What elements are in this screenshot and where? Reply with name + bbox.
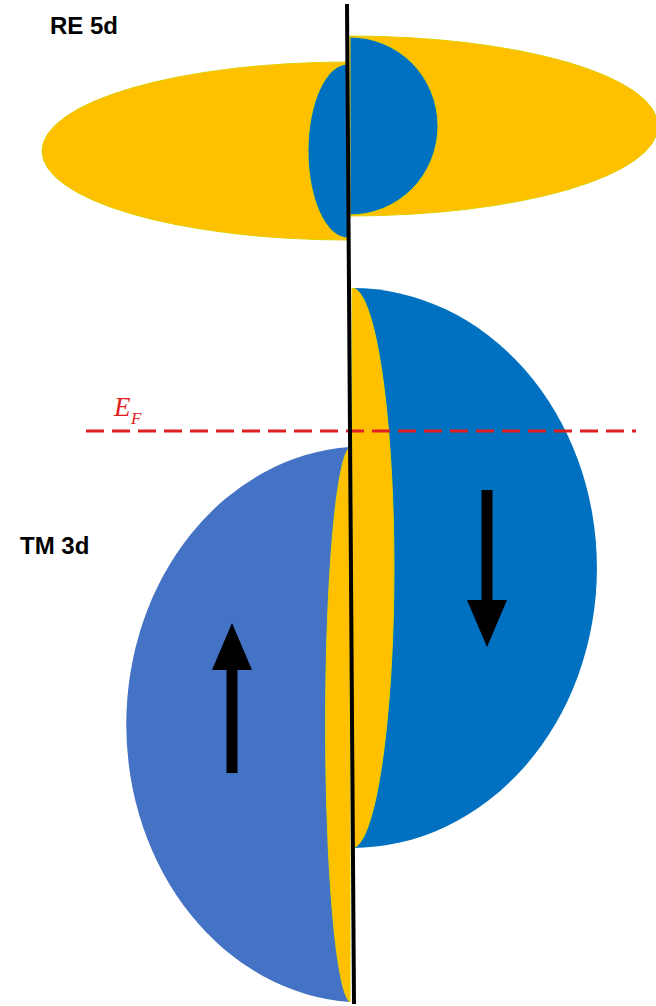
tm-spin-down-band [352,288,597,848]
fermi-label: E [114,392,131,423]
energy-axis [347,4,354,1004]
re-inner-right [350,37,438,215]
band-label: TM 3d [20,532,89,560]
spin-up-head [212,623,252,670]
fermi-subscript: F [131,409,141,429]
tm-spin-down-sliver [352,288,394,848]
tm-spin-up-band [126,447,350,1002]
tm-spin-up-sliver [326,447,350,1002]
spin-up-shaft [227,665,238,773]
fermi-line [86,430,636,433]
spin-down-shaft [482,490,493,605]
re-band-left [42,62,348,240]
band-label: RE 5d [50,12,118,40]
re-inner-left [308,64,348,238]
spin-down-head [467,600,507,647]
re-band-right [350,36,656,216]
